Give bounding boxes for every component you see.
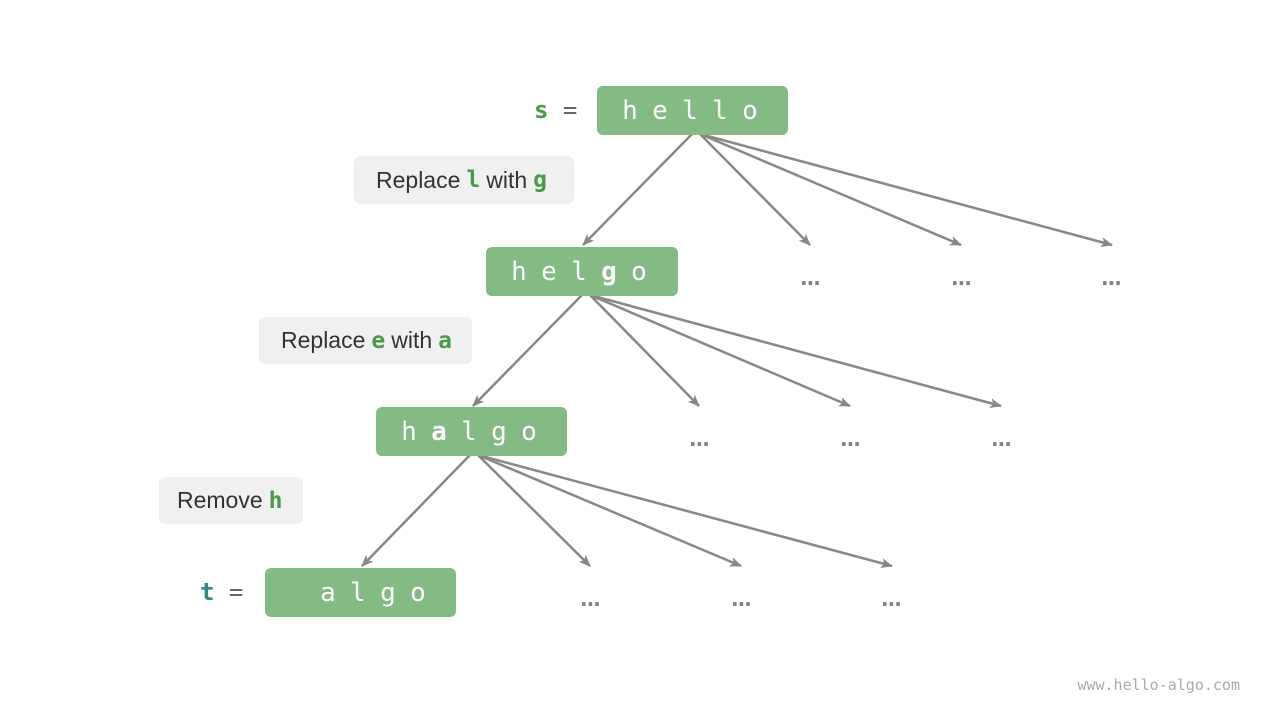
node-char: o (521, 416, 537, 447)
ellipsis: ... (840, 427, 861, 451)
op-to-char: g (533, 167, 548, 193)
tree-edge-arrow (589, 294, 700, 407)
op-from-char: e (371, 327, 386, 354)
op-prefix: Replace (281, 327, 366, 353)
tree-edge-arrow (477, 453, 893, 568)
node-char: g (491, 416, 507, 447)
node-char: e (652, 95, 668, 126)
target-label: t = (200, 578, 243, 606)
node-char: l (571, 256, 587, 287)
target-equals: = (228, 578, 244, 606)
tree-edge-arrow (699, 132, 1113, 247)
operation-label-2: Replace e with a (259, 317, 472, 364)
node-char: o (410, 577, 426, 608)
ellipsis: ... (731, 587, 752, 611)
tree-edge-arrow (589, 293, 851, 408)
ellipsis: ... (689, 427, 710, 451)
watermark: www.hello-algo.com (1077, 676, 1240, 694)
start-var: s (534, 96, 549, 124)
node-char: g (380, 577, 396, 608)
op-prefix: Remove (177, 487, 263, 513)
ellipsis: ... (991, 427, 1012, 451)
operation-label-3: Remove h (159, 477, 303, 524)
string-node-algo: a l g o (265, 568, 456, 617)
tree-edge-arrow (589, 293, 1002, 408)
node-char: a (320, 577, 336, 608)
node-char: l (712, 95, 728, 126)
ellipsis: ... (800, 266, 821, 290)
tree-edge-arrow (477, 453, 742, 568)
op-prefix: Replace (376, 166, 461, 193)
node-char: l (682, 95, 698, 126)
target-var: t (200, 578, 215, 606)
tree-edge-arrow (472, 294, 583, 407)
string-node-helgo: h e l g o (486, 247, 678, 296)
ellipsis: ... (1101, 266, 1122, 290)
ellipsis: ... (951, 266, 972, 290)
tree-edge-arrow (477, 454, 591, 567)
operation-label-1: Replace l with g (354, 156, 574, 204)
tree-edge-arrow (699, 132, 962, 247)
op-from-char: h (268, 487, 283, 514)
ellipsis: ... (580, 587, 601, 611)
node-char: e (541, 256, 557, 287)
string-node-hello: h e l l o (597, 86, 788, 135)
op-middle: with (391, 327, 433, 353)
node-char: h (622, 95, 638, 126)
string-node-halgo: h a l g o (376, 407, 567, 456)
tree-edge-arrow (582, 133, 693, 246)
node-char-changed: g (601, 256, 617, 287)
start-label: s = (534, 96, 577, 124)
node-char: o (742, 95, 758, 126)
node-char: l (461, 416, 477, 447)
node-char-changed: a (431, 416, 447, 447)
node-char: l (350, 577, 366, 608)
node-char: h (511, 256, 527, 287)
tree-edge-arrow (699, 133, 811, 246)
op-middle: with (486, 166, 528, 193)
ellipsis: ... (881, 587, 902, 611)
node-char: o (631, 256, 647, 287)
start-equals: = (562, 96, 578, 124)
op-from-char: l (466, 167, 481, 193)
node-char: h (401, 416, 417, 447)
tree-edge-arrow (361, 454, 471, 567)
op-to-char: a (438, 327, 453, 354)
